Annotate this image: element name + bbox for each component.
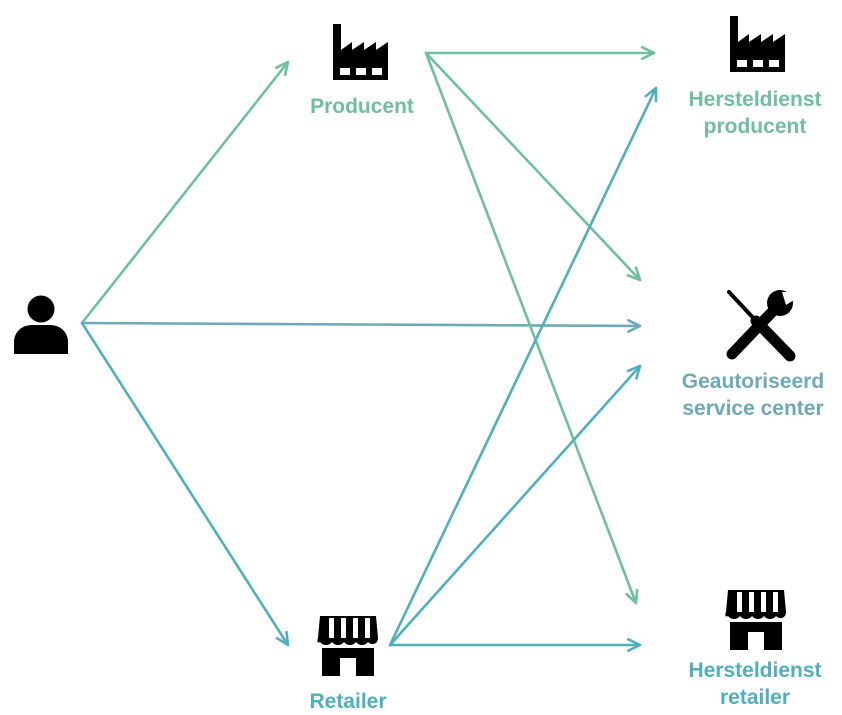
node-label-producent: Producent — [310, 95, 414, 118]
node-label-hersteldienst-producent: Hersteldienst producent — [668, 86, 842, 140]
label-line-1: Geautoriseerd — [681, 370, 825, 393]
label-line-2: retailer — [719, 686, 791, 709]
arrowhead-producent-to-hersteldienst_producent — [640, 46, 656, 60]
label-line-2: service center — [682, 397, 824, 420]
arrowhead-consumer-to-retailer — [275, 630, 290, 647]
node-label-retailer: Retailer — [309, 690, 387, 713]
edge-retailer-to-service_center — [388, 364, 642, 647]
edge-consumer-to-retailer — [80, 321, 290, 647]
edge-group — [80, 46, 658, 652]
edge-consumer-to-service_center — [80, 321, 642, 328]
arrowhead-retailer-to-hersteldienst_retailer — [626, 638, 642, 652]
arrowhead-consumer-to-service_center — [626, 318, 642, 333]
wrench-screwdriver-icon — [726, 290, 796, 362]
label-line-1: Hersteldienst — [688, 88, 822, 111]
person-icon — [14, 295, 68, 354]
node-label-hersteldienst-retailer: Hersteldienst retailer — [668, 657, 842, 711]
factory-icon — [333, 24, 388, 80]
storefront-icon — [317, 616, 378, 676]
label-line-1: Hersteldienst — [688, 659, 822, 682]
arrowhead-producent-to-hersteldienst_retailer — [625, 588, 639, 605]
edge-producent-to-service_center — [424, 51, 642, 282]
label-line-2: producent — [703, 115, 807, 138]
factory-icon — [730, 16, 785, 72]
arrowhead-retailer-to-service_center — [626, 364, 642, 380]
arrowhead-retailer-to-hersteldienst_producent — [644, 86, 658, 103]
node-label-service-center: Geautoriseerd service center — [664, 368, 842, 422]
edge-retailer-to-hersteldienst_producent — [388, 86, 658, 647]
edge-consumer-to-producent — [80, 60, 290, 325]
storefront-icon — [725, 590, 786, 650]
arrowhead-consumer-to-producent — [275, 60, 290, 76]
arrowhead-producent-to-service_center — [626, 266, 642, 282]
edge-producent-to-hersteldienst_retailer — [424, 51, 638, 605]
